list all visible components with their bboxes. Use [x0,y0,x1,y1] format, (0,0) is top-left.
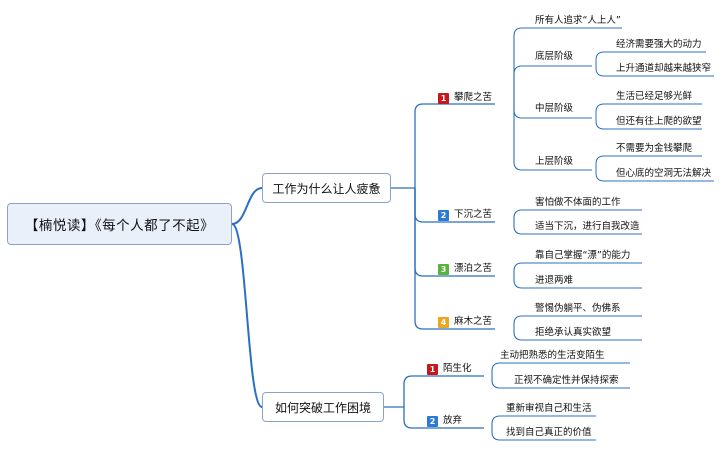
topic-numbness[interactable]: 4 麻木之苦 [438,315,492,329]
leaf-label: 重新审视自己和生活 [506,403,592,414]
subtopic-pursuit[interactable]: 所有人追求“人上人” [535,14,621,28]
leaf-topic[interactable]: 害怕做不体面的工作 [535,196,621,210]
connector-line [513,209,642,222]
connector-line [414,188,495,330]
leaf-topic[interactable]: 重新审视自己和生活 [506,402,592,416]
connector-line [513,222,642,235]
branch-title: 工作为什么让人疲惫 [272,181,381,196]
connector-line [513,329,642,341]
priority-3-icon: 3 [438,264,449,275]
leaf-topic[interactable]: 警惕伪躺平、伪佛系 [535,302,621,316]
subtopic-middle-class[interactable]: 中层阶级 [535,102,573,116]
connector-line [403,375,484,407]
connector-line [595,155,702,170]
connector-line [595,51,706,66]
leaf-label: 警惕伪躺平、伪佛系 [535,303,621,314]
connector-line [513,27,622,104]
connector-line [513,65,592,104]
leaf-label: 经济需要强大的动力 [616,39,702,50]
connector-line [491,415,596,428]
topic-label: 麻木之苦 [454,316,493,327]
leaf-topic[interactable]: 进退两难 [535,274,573,288]
leaf-label: 找到自己真正的价值 [506,427,592,438]
leaf-topic[interactable]: 上升通道却越来越狭窄 [616,62,711,76]
topic-label: 放弃 [443,415,463,426]
leaf-label: 但心底的空洞无法解决 [616,168,712,179]
leaf-label: 不需要为金钱攀爬 [616,143,693,154]
branch-topic-break-through[interactable]: 如何突破工作困境 [262,392,384,422]
leaf-label: 害怕做不体面的工作 [535,197,621,208]
leaf-label: 拒绝承认真实欲望 [535,327,612,338]
leaf-topic[interactable]: 靠自己掌握“漂”的能力 [535,249,630,263]
connector-line [513,276,642,289]
connector-line [491,362,630,376]
leaf-label: 适当下沉，进行自我改造 [535,221,640,232]
connector-line [403,407,484,429]
leaf-topic[interactable]: 找到自己真正的价值 [506,426,592,440]
connector-line [595,103,702,118]
connector-line [595,118,702,130]
topic-label: 漂泊之苦 [454,263,493,274]
leaf-label: 正视不确定性并保持探索 [514,375,619,386]
connector-line [513,104,592,171]
leaf-topic[interactable]: 但心底的空洞无法解决 [616,167,711,181]
topic-climbing[interactable]: 1 攀爬之苦 [438,91,492,105]
connector-line [491,428,596,441]
topic-label: 陌生化 [443,363,472,374]
leaf-label: 靠自己掌握“漂”的能力 [535,250,631,261]
subtopic-label: 中层阶级 [535,103,574,114]
connector-line [491,376,630,389]
topic-label: 下沉之苦 [454,209,493,220]
connector-line [513,315,642,329]
priority-1-icon: 1 [427,364,438,375]
connector-line [414,103,495,188]
leaf-topic[interactable]: 生活已经足够光鲜 [616,90,692,104]
connector-line [595,170,714,182]
leaf-topic[interactable]: 拒绝承认真实欲望 [535,326,611,340]
leaf-label: 主动把熟悉的生活变陌生 [500,350,605,361]
subtopic-label: 所有人追求“人上人” [535,15,621,26]
leaf-topic[interactable]: 主动把熟悉的生活变陌生 [500,349,605,363]
leaf-label: 进退两难 [535,275,574,286]
subtopic-upper-class[interactable]: 上层阶级 [535,155,573,169]
topic-let-go[interactable]: 2 放弃 [427,414,462,428]
leaf-topic[interactable]: 但还有往上爬的欲望 [616,115,702,129]
leaf-topic[interactable]: 正视不确定性并保持探索 [514,374,619,388]
priority-1-icon: 1 [438,93,449,104]
leaf-topic[interactable]: 经济需要强大的动力 [616,38,702,52]
subtopic-label: 底层阶级 [535,51,574,62]
topic-defamiliarize[interactable]: 1 陌生化 [427,362,472,376]
subtopic-lower-class[interactable]: 底层阶级 [535,50,573,64]
root-topic[interactable]: 【楠悦读】《每个人都了不起》 [7,203,232,245]
branch-topic-why-tired[interactable]: 工作为什么让人疲惫 [262,173,391,203]
root-title: 【楠悦读】《每个人都了不起》 [24,218,215,234]
subtopic-label: 上层阶级 [535,156,574,167]
priority-2-icon: 2 [427,416,438,427]
branch-title: 如何突破工作困境 [274,400,371,415]
priority-2-icon: 2 [438,210,449,221]
connector-line [513,262,642,276]
connector-line [231,187,263,225]
leaf-topic[interactable]: 不需要为金钱攀爬 [616,142,692,156]
priority-4-icon: 4 [438,317,449,328]
connector-line [231,223,263,408]
leaf-label: 上升通道却越来越狭窄 [616,63,712,74]
connector-line [595,66,714,77]
leaf-topic[interactable]: 适当下沉，进行自我改造 [535,220,640,234]
leaf-label: 但还有往上爬的欲望 [616,116,702,127]
leaf-label: 生活已经足够光鲜 [616,91,693,102]
topic-label: 攀爬之苦 [454,92,493,103]
topic-sinking[interactable]: 2 下沉之苦 [438,208,492,222]
topic-drifting[interactable]: 3 漂泊之苦 [438,262,492,276]
